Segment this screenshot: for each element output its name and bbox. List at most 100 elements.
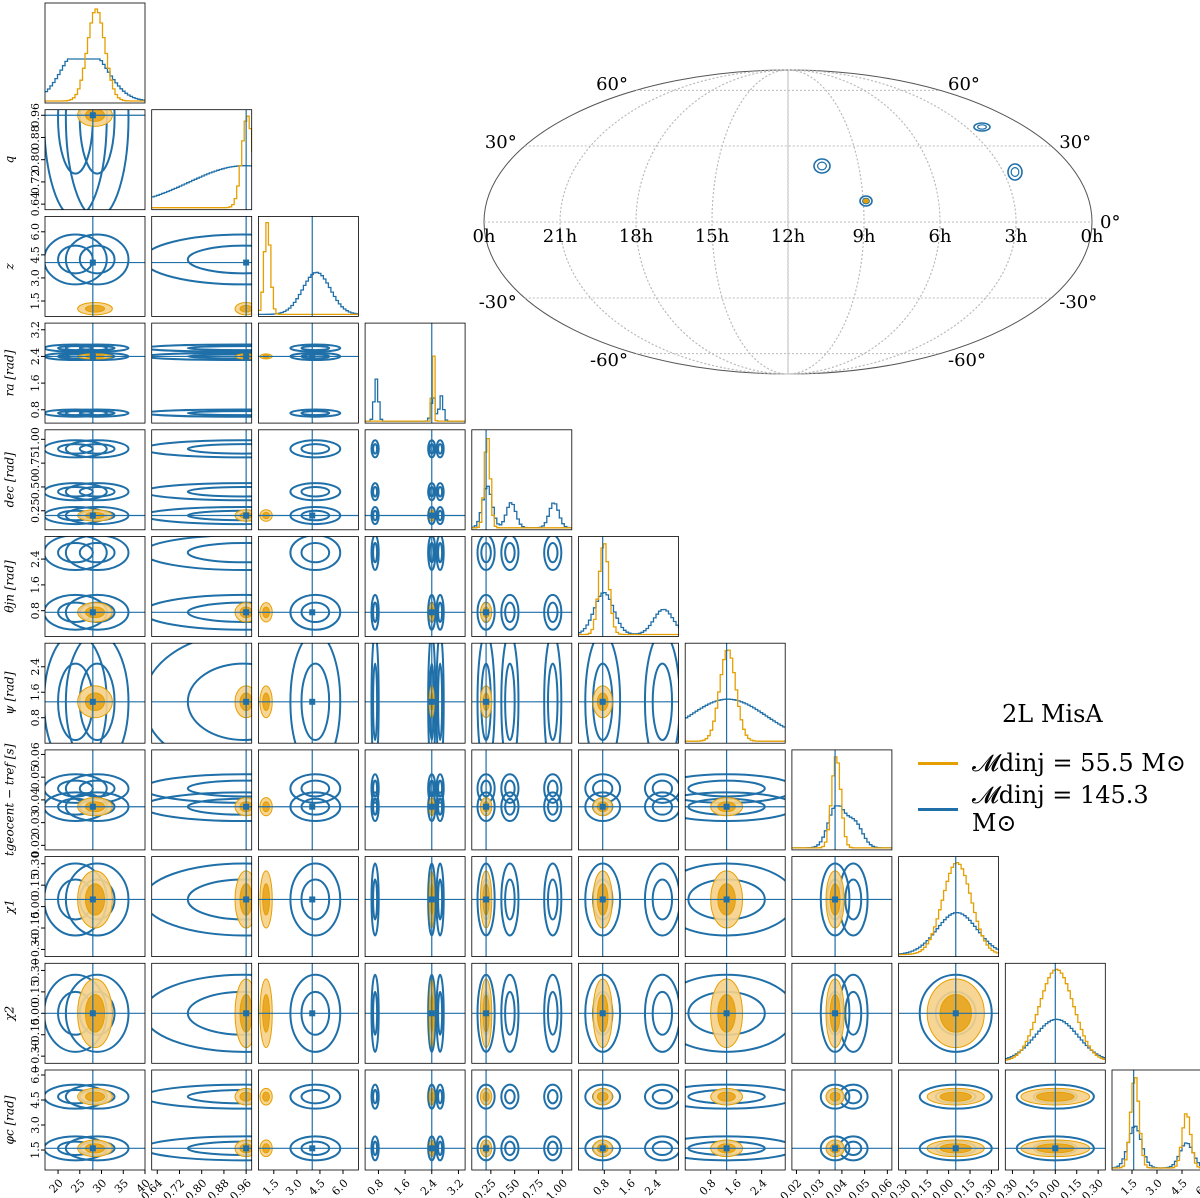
sky-meridian-7 [559, 69, 1017, 375]
inj-marker-thetajn-phic [599, 1145, 606, 1152]
contour-blue-0-0-1 [151, 408, 252, 418]
contour-blue-0-2-1 [45, 439, 108, 459]
ytick-label-ra-2: 2.4 [29, 348, 42, 366]
panel-dec-tgeo [471, 749, 573, 851]
sky-contour-outer-2 [1007, 163, 1023, 181]
contour-blue-1-1-0 [78, 485, 116, 498]
inj-marker-z-tgeo [309, 803, 316, 810]
xtick-label-q-4: 0.96 [227, 1177, 254, 1198]
xtick-label-phic-3: 6.0 [1193, 1177, 1200, 1198]
inj-marker-z-phic [309, 1145, 316, 1152]
contour-blue-0-1-1 [45, 773, 108, 804]
xtick-label-thetajn-0: 0.8 [591, 1177, 613, 1198]
sky-lat-left-1: 30° [485, 132, 517, 153]
panel-frame-7-9 [791, 962, 893, 1064]
sky-contour-inner-3 [976, 124, 987, 130]
hist-orange-q [151, 115, 252, 209]
ytick-label-phic-3: 6.0 [29, 1066, 42, 1084]
ytick-label-chi1-0: −0.30 [29, 933, 42, 967]
panel-ra-dec [364, 429, 466, 531]
ytick-label-tgeo-2: 0.04 [29, 788, 42, 813]
panel-frame-2-9 [257, 962, 359, 1064]
panel-z-chi1 [257, 856, 359, 957]
panel-frame-2-5 [257, 536, 359, 637]
ytick-label-tgeo-4: 0.06 [29, 742, 42, 767]
panel-tgeo-chi2 [791, 962, 893, 1064]
panel-q-psi [151, 642, 253, 744]
panel-frame-4-10 [471, 1069, 573, 1171]
contour-blue-0-0-0 [300, 410, 331, 417]
panel-frame-6-10 [684, 1069, 786, 1171]
panel-frame-2-7 [257, 749, 359, 851]
inj-marker-Ms-phic [89, 1145, 96, 1152]
ytick-label-thetajn-0: 0.8 [29, 602, 42, 620]
panel-frame-4-6 [471, 642, 573, 744]
contour-blue-0-1-0 [300, 541, 331, 564]
panel-z-tgeo [257, 749, 359, 851]
inj-marker-tgeo-chi1 [832, 896, 839, 903]
panel-frame-1-6 [151, 642, 253, 744]
inj-marker-psi-chi2 [723, 1010, 730, 1017]
inj-marker-dec-tgeo [483, 803, 490, 810]
contour-blue-2-1-0 [437, 1089, 444, 1105]
inj-marker-dec-phic [483, 1145, 490, 1152]
sky-lon-label-5: 9h [852, 226, 875, 247]
xtick-label-phic-0: 1.5 [1118, 1177, 1140, 1198]
contour-blue-1-1-1 [64, 482, 130, 502]
panel-psi-chi2 [684, 962, 786, 1064]
panel-tgeo-tgeo [791, 749, 893, 851]
inj-marker-chi2-phic [1052, 1145, 1059, 1152]
panel-q-tgeo [151, 749, 253, 851]
inj-marker-q-psi [243, 698, 250, 705]
legend-swatch-blue [918, 807, 958, 811]
inj-marker-Ms-chi1 [89, 896, 96, 903]
contour-blue-2-1-1 [435, 482, 445, 502]
ytick-label-z-1: 3.0 [29, 269, 42, 287]
contour-blue-0-0-1 [151, 505, 252, 526]
panel-frame-0-6 [44, 642, 146, 744]
legend-entry-orange: 𝓜dinj = 55.5 M⊙ [918, 740, 1200, 786]
inj-marker-ra-psi [428, 698, 435, 705]
panel-psi-phic: 0.81.62.4ψ [rad] [684, 1069, 786, 1198]
contour-orange-inner-0-1 [262, 1091, 270, 1102]
inj-marker-thetajn-chi2 [599, 1010, 606, 1017]
contour-blue-2-1-1 [543, 773, 563, 804]
panel-q-dec [151, 429, 253, 531]
panel-frame-5-7 [578, 749, 679, 851]
sky-lon-label-0: 0h [472, 226, 495, 247]
contour-blue-0-1-0 [186, 485, 252, 498]
inj-marker-z-chi1 [309, 896, 316, 903]
xtick-label-Ms-0: 20 [47, 1177, 66, 1196]
contour-orange-inner-0-1 [84, 1091, 106, 1102]
panel-Ms-psi: 0.81.62.4ψ [rad] [3, 642, 146, 744]
contour-blue-0-2-0 [372, 443, 379, 455]
ytick-label-dec-0: 0.25 [29, 499, 42, 524]
inj-marker-z-dec [309, 512, 316, 519]
xtick-label-ra-2: 2.4 [418, 1177, 440, 1198]
inj-marker-z-chi2 [309, 1010, 316, 1017]
sky-lat-left-3: -60° [590, 350, 628, 371]
ytick-label-z-0: 1.5 [29, 292, 42, 310]
ytick-label-chi2-2: 0.00 [29, 1001, 42, 1026]
contour-blue-1-0-0 [78, 410, 116, 417]
contour-blue-0-1-0 [57, 541, 94, 564]
contour-blue-0-1-1 [289, 536, 342, 572]
contour-blue-2-1-0 [437, 541, 444, 564]
contour-blue-0-1-1 [370, 773, 380, 804]
panel-frame-0-10 [44, 1069, 146, 1171]
ytick-label-chi1-1: −0.15 [29, 911, 42, 945]
inj-marker-thetajn-psi [599, 698, 606, 705]
panel-q-chi1 [151, 856, 253, 957]
panel-ra-thetajn [364, 536, 466, 637]
contour-blue-0-2-0 [186, 345, 252, 352]
legend-entry-blue: 𝓜dinj = 145.3 M⊙ [918, 781, 1200, 837]
panel-z-z [257, 215, 359, 317]
contour-blue-0-1-0 [372, 779, 379, 798]
sky-lon-label-2: 18h [619, 226, 654, 247]
contour-blue-1-0-0 [78, 244, 116, 275]
contour-orange-inner-0-0 [84, 304, 106, 313]
inj-marker-dec-chi1 [483, 896, 490, 903]
contour-blue-1-1-1 [64, 536, 130, 572]
